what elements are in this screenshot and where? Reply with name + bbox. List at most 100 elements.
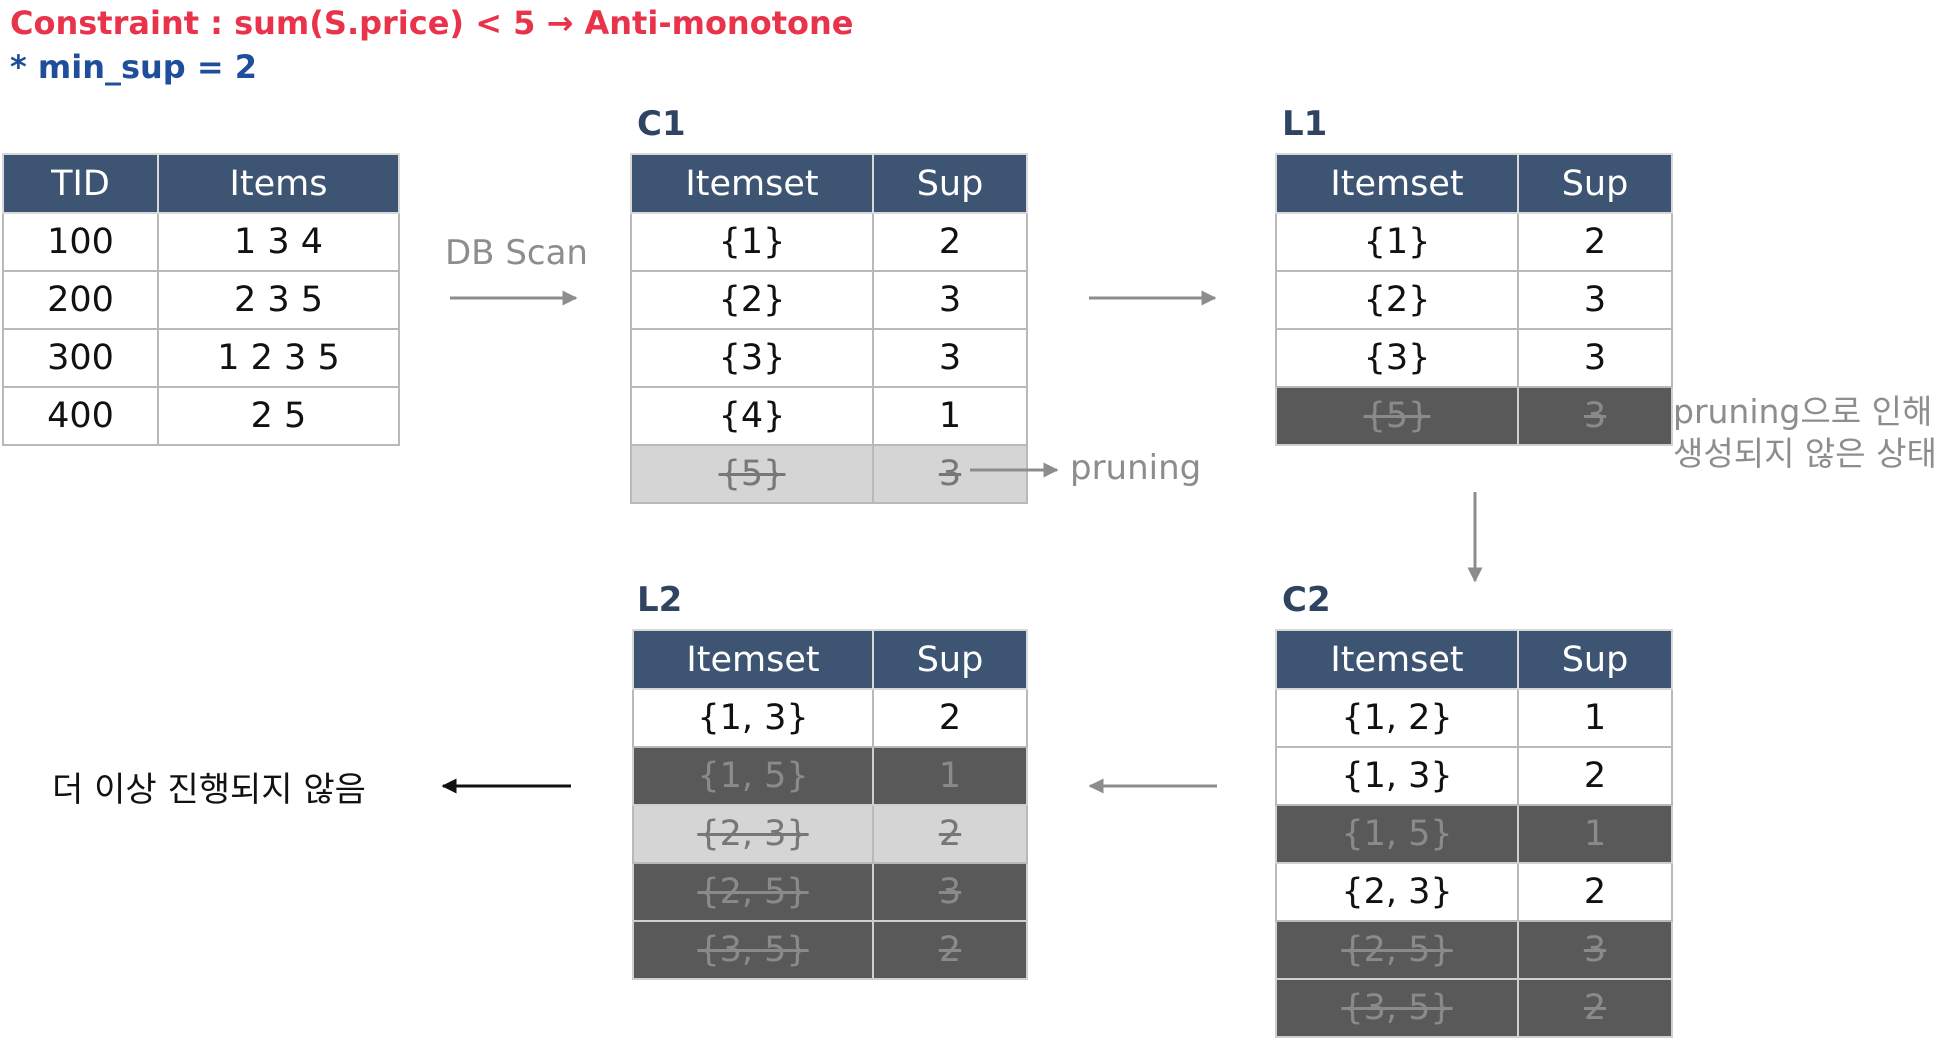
column-header-tid: TID: [2, 153, 159, 214]
sup-cell: 2: [872, 804, 1028, 864]
l1-note-line: pruning으로 인해: [1673, 392, 1933, 431]
sup-cell: 2: [1517, 978, 1673, 1038]
sup-cell: 3: [872, 862, 1028, 922]
column-header-sup: Sup: [1517, 629, 1673, 690]
sup-cell: 2: [872, 212, 1028, 272]
column-header-items: Items: [157, 153, 400, 214]
itemset-cell: {1}: [1275, 212, 1519, 272]
pruned-row: {2, 5}3: [1275, 920, 1673, 980]
itemset-cell: {1}: [630, 212, 874, 272]
sup-cell: 3: [1517, 920, 1673, 980]
table-row: {2}3: [630, 270, 1028, 330]
itemset-cell: {1, 3}: [1275, 746, 1519, 806]
itemset-cell: {2, 3}: [1275, 862, 1519, 922]
table-row: {2}3: [1275, 270, 1673, 330]
table-row: {4}1: [630, 386, 1028, 446]
itemset-cell: {2, 5}: [632, 862, 874, 922]
pruned-row: {5}3: [1275, 386, 1673, 446]
table-row: {1}2: [1275, 212, 1673, 272]
sup-cell: 3: [1517, 270, 1673, 330]
table-row: {3}3: [630, 328, 1028, 388]
tid-cell: 400: [2, 386, 159, 446]
constraint-text: Constraint : sum(S.price) < 5 → Anti-mon…: [10, 4, 854, 42]
column-header-sup: Sup: [1517, 153, 1673, 214]
sup-cell: 3: [872, 328, 1028, 388]
itemset-cell: {1, 3}: [632, 688, 874, 748]
table-row: {1, 3}2: [632, 688, 1028, 748]
c2-title: C2: [1282, 580, 1331, 620]
sup-cell: 3: [1517, 386, 1673, 446]
table-row: {2, 3}2: [1275, 862, 1673, 922]
column-header-itemset: Itemset: [632, 629, 874, 690]
l1-note: pruning으로 인해 생성되지 않은 상태: [1673, 391, 1937, 475]
column-header-sup: Sup: [872, 629, 1028, 690]
l1-table: Itemset Sup {1}2 {2}3 {3}3 {5}3: [1275, 153, 1673, 446]
itemset-cell: {1, 5}: [632, 746, 874, 806]
pruning-label: pruning: [1070, 448, 1202, 488]
pruned-row: {1, 5}1: [1275, 804, 1673, 864]
l2-title: L2: [637, 580, 683, 620]
column-header-sup: Sup: [872, 153, 1028, 214]
l1-title: L1: [1282, 104, 1328, 144]
itemset-cell: {2, 3}: [632, 804, 874, 864]
table-row: {1, 3}2: [1275, 746, 1673, 806]
c1-title: C1: [637, 104, 686, 144]
pruned-row: {2, 5}3: [632, 862, 1028, 922]
pruned-row: {3, 5}2: [632, 920, 1028, 980]
column-header-itemset: Itemset: [630, 153, 874, 214]
table-row: {3}3: [1275, 328, 1673, 388]
table-header-row: Itemset Sup: [630, 153, 1028, 214]
sup-cell: 3: [1517, 328, 1673, 388]
table-header-row: Itemset Sup: [632, 629, 1028, 690]
db-scan-label: DB Scan: [445, 233, 588, 273]
sup-cell: 2: [872, 920, 1028, 980]
table-header-row: Itemset Sup: [1275, 629, 1673, 690]
column-header-itemset: Itemset: [1275, 153, 1519, 214]
items-cell: 2 5: [157, 386, 400, 446]
items-cell: 2 3 5: [157, 270, 400, 330]
pruned-row: {1, 5}1: [632, 746, 1028, 806]
sup-cell: 1: [1517, 804, 1673, 864]
sup-cell: 2: [1517, 746, 1673, 806]
table-header-row: TID Items: [2, 153, 400, 214]
itemset-cell: {5}: [1275, 386, 1519, 446]
tid-cell: 100: [2, 212, 159, 272]
l1-note-line: 생성되지 않은 상태: [1673, 434, 1937, 473]
tid-cell: 300: [2, 328, 159, 388]
sup-cell: 2: [1517, 212, 1673, 272]
itemset-cell: {2, 5}: [1275, 920, 1519, 980]
sup-cell: 1: [872, 746, 1028, 806]
sup-cell: 3: [872, 444, 1028, 504]
final-label: 더 이상 진행되지 않음: [52, 770, 366, 810]
items-cell: 1 3 4: [157, 212, 400, 272]
itemset-cell: {2}: [1275, 270, 1519, 330]
pruned-row: {2, 3}2: [632, 804, 1028, 864]
table-row: {1}2: [630, 212, 1028, 272]
c2-table: Itemset Sup {1, 2}1 {1, 3}2 {1, 5}1 {2, …: [1275, 629, 1673, 1038]
itemset-cell: {3}: [1275, 328, 1519, 388]
c1-table: Itemset Sup {1}2 {2}3 {3}3 {4}1 {5}3: [630, 153, 1028, 504]
tid-cell: 200: [2, 270, 159, 330]
table-header-row: Itemset Sup: [1275, 153, 1673, 214]
itemset-cell: {3, 5}: [1275, 978, 1519, 1038]
table-row: {1, 2}1: [1275, 688, 1673, 748]
sup-cell: 2: [872, 688, 1028, 748]
sup-cell: 3: [872, 270, 1028, 330]
sup-cell: 1: [1517, 688, 1673, 748]
pruned-row: {5}3: [630, 444, 1028, 504]
itemset-cell: {1, 5}: [1275, 804, 1519, 864]
itemset-cell: {3, 5}: [632, 920, 874, 980]
column-header-itemset: Itemset: [1275, 629, 1519, 690]
itemset-cell: {3}: [630, 328, 874, 388]
pruned-row: {3, 5}2: [1275, 978, 1673, 1038]
l2-table: Itemset Sup {1, 3}2 {1, 5}1 {2, 3}2 {2, …: [632, 629, 1028, 980]
itemset-cell: {4}: [630, 386, 874, 446]
sup-cell: 1: [872, 386, 1028, 446]
items-cell: 1 2 3 5: [157, 328, 400, 388]
